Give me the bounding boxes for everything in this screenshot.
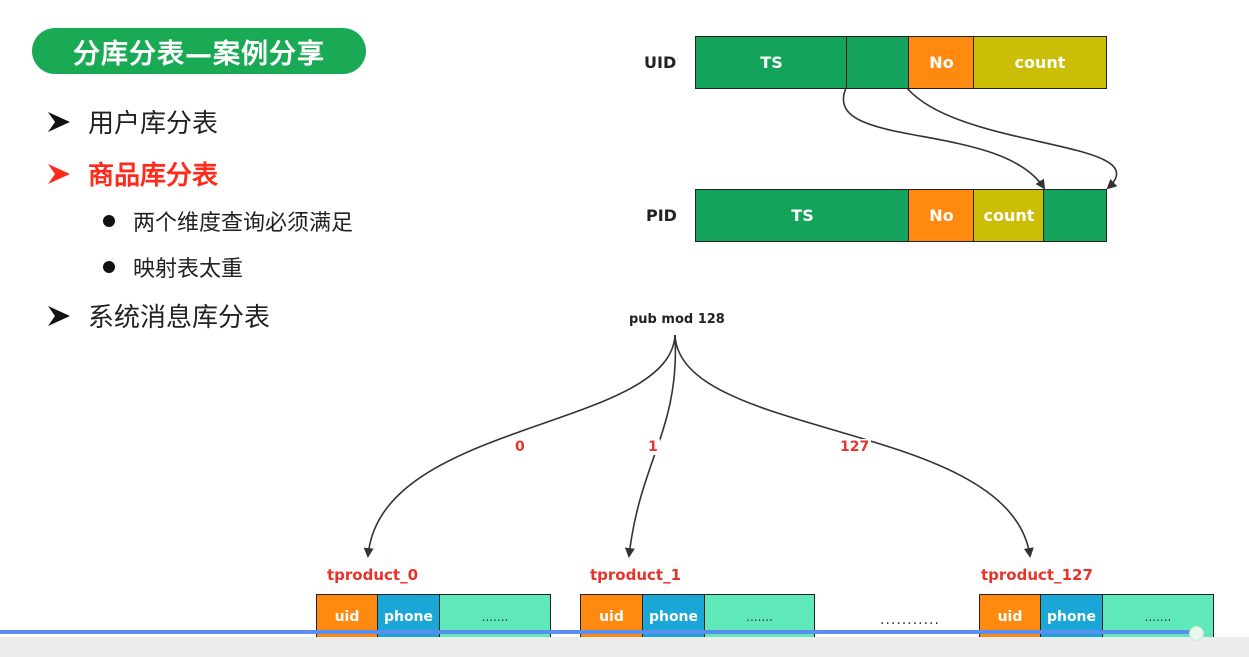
arrow-bullet-icon	[48, 111, 70, 132]
pid-no-segment: No	[908, 189, 975, 242]
pid-row-label: PID	[646, 206, 677, 225]
uid-to-pid-arrow	[906, 87, 1118, 190]
pid-count-segment: count	[973, 189, 1045, 242]
progress-bar[interactable]	[0, 630, 1197, 634]
dot-bullet-icon	[103, 261, 115, 273]
arrow-bullet-icon	[48, 305, 70, 326]
bullet-message-db: 系统消息库分表	[46, 297, 270, 334]
slide-title: 分库分表—案例分享	[73, 38, 325, 70]
tables-ellipsis: ...........	[880, 612, 940, 628]
mod-branch-arrow	[363, 334, 676, 558]
table-name: tproduct_1	[590, 566, 682, 584]
table-name: tproduct_0	[327, 566, 419, 584]
player-bar	[0, 637, 1249, 657]
branch-index: 0	[513, 439, 527, 455]
sub-bullet-label: 两个维度查询必须满足	[133, 211, 354, 236]
uid-to-pid-arrow	[842, 87, 1046, 190]
uid-no-segment: No	[908, 36, 975, 89]
branch-index: 127	[838, 439, 872, 455]
uid-count-segment: count	[973, 36, 1107, 89]
uid-row-label: UID	[644, 53, 677, 72]
arrow-bullet-icon	[48, 163, 70, 184]
branch-index: 1	[646, 439, 660, 455]
dot-bullet-icon	[103, 215, 115, 227]
bullet-label: 商品库分表	[88, 161, 219, 191]
bullet-product-db: 商品库分表	[46, 155, 218, 192]
bullet-user-db: 用户库分表	[46, 103, 218, 140]
bullet-label: 系统消息库分表	[88, 303, 271, 333]
uid-ts-segment: TS	[695, 36, 848, 89]
mod-label: pub mod 128	[629, 312, 725, 327]
table-name: tproduct_127	[981, 566, 1093, 584]
sub-bullet-mapping-heavy: 映射表太重	[103, 251, 243, 283]
slide-title-pill: 分库分表—案例分享	[32, 28, 366, 74]
pid-spare-segment	[1043, 189, 1107, 242]
sub-bullet-label: 映射表太重	[133, 257, 244, 282]
bullet-label: 用户库分表	[88, 109, 219, 139]
progress-handle[interactable]	[1189, 626, 1204, 641]
mod-branch-arrow	[674, 334, 1034, 558]
sub-bullet-two-dimensions: 两个维度查询必须满足	[103, 205, 353, 237]
uid-spare-segment	[846, 36, 910, 89]
pid-ts-segment: TS	[695, 189, 910, 242]
